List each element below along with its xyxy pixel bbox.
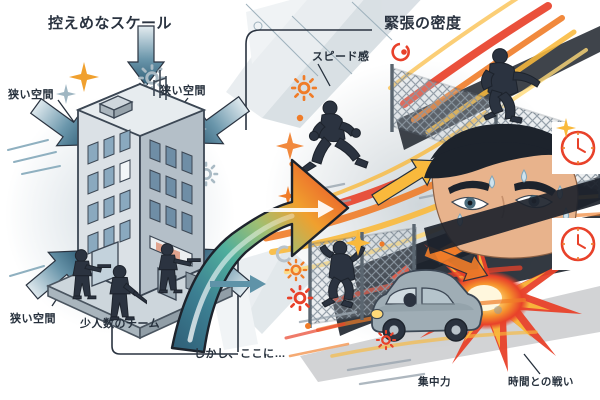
clock-icon (552, 218, 600, 270)
compact-car (370, 269, 483, 342)
decor-connector-lines (192, 1, 393, 152)
tactical-figure (72, 243, 201, 321)
gear-icon (290, 74, 318, 102)
running-operative (301, 100, 369, 173)
label-speed-feel: スピード感 (312, 51, 370, 63)
gear-icon (284, 258, 308, 282)
small-transition-arrow (210, 275, 266, 293)
right-leader-lines (317, 63, 541, 375)
label-transition-note: しかし、ここに… (194, 348, 286, 360)
gear-icon (286, 284, 314, 312)
decor-dot-grey (494, 306, 502, 314)
gear-icon (375, 329, 397, 351)
label-concentration: 集中力 (418, 376, 451, 388)
decor-bracket-top (245, 29, 372, 130)
label-narrow-space-top-left: 狭い空間 (8, 89, 54, 101)
intense-face-closeup (424, 123, 600, 259)
decor-ring (275, 245, 292, 263)
fence-climbing-operative-upper (480, 48, 541, 124)
label-race-against-time: 時間との戦い (508, 376, 574, 388)
decor-bracket-bottom (111, 316, 238, 355)
decor-ring (391, 42, 410, 62)
left-panel-title: 控えめなスケール (48, 15, 173, 32)
right-panel-title: 緊張の密度 (384, 15, 462, 32)
clock-icon (552, 122, 600, 174)
label-narrow-space-bottom-left: 狭い空間 (10, 313, 56, 325)
sparkle-icon (276, 118, 576, 256)
gradient-transition-arrow (170, 158, 350, 354)
label-narrow-space-top-right: 狭い空間 (160, 85, 206, 97)
label-small-team: 少人数のチーム (80, 318, 161, 330)
